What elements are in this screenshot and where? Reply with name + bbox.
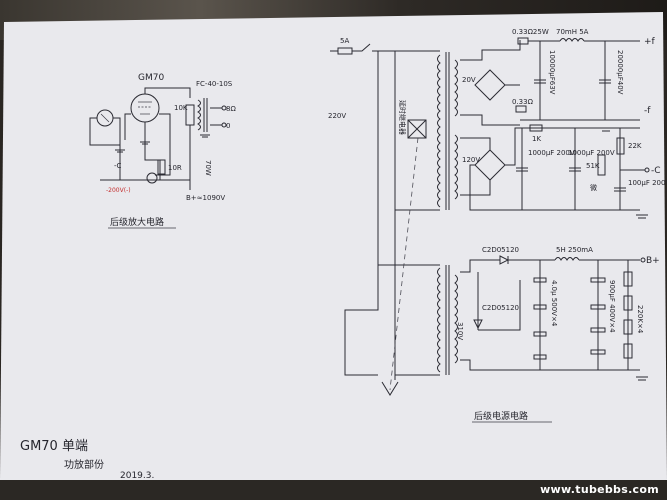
label-tube: GM70 xyxy=(138,73,164,83)
power-transformer-1 xyxy=(437,54,441,208)
label-r-10r: 10R xyxy=(168,164,182,172)
label-neg-c-psu: -C xyxy=(651,166,661,176)
output-stage-labels: GM70 FC-40-10S 8Ω 0 10K 70W 10R -C -200V… xyxy=(106,73,236,228)
label-sec-310v: 310V xyxy=(456,322,464,340)
label-cap-900u: 900μF 400V×4 xyxy=(608,280,616,333)
label-r-mid-top: 0.33Ω xyxy=(512,98,534,106)
label-r-10k: 10K xyxy=(174,104,188,112)
label-r-220k: 220K×4 xyxy=(636,305,644,334)
label-plus-f: +f xyxy=(644,37,656,47)
diode-mid xyxy=(473,319,483,330)
label-diode-top: C2D05120 xyxy=(482,246,519,254)
label-pot: 微 xyxy=(590,183,597,192)
label-cap-mid1: 1000μF 200V xyxy=(528,149,575,157)
label-cap-mid2: 1000μF 200V xyxy=(568,149,615,157)
label-neg-c: -C xyxy=(114,162,122,170)
signature-line1: GM70 单端 xyxy=(20,439,88,454)
label-r-top: 0.33Ω25W xyxy=(512,28,549,36)
output-stage-schematic xyxy=(89,87,227,229)
relay-dashed-link xyxy=(389,137,419,391)
resistor-1k xyxy=(529,124,543,132)
capacitor-stack-900u xyxy=(590,260,606,370)
label-load-0: 0 xyxy=(226,122,230,130)
label-r-1k: 1K xyxy=(532,135,541,143)
diode-top xyxy=(499,255,510,265)
label-relay: 延时继电器 xyxy=(398,100,407,135)
power-supply-labels: 5A 220V 延时继电器 20V 120V 310V 0.33Ω25W 70m… xyxy=(328,28,667,422)
label-b-plus-psu: B+ xyxy=(646,256,660,266)
label-b-plus: B+≈1090V xyxy=(186,194,225,202)
label-mains: 220V xyxy=(328,112,346,120)
label-fuse: 5A xyxy=(340,37,349,45)
watermark-text: www.tubebbs.com xyxy=(540,483,659,496)
label-cap-top-right: 20000μF40V xyxy=(616,50,624,95)
label-r-51k: 51K xyxy=(586,162,600,170)
signature-date: 2019.3. xyxy=(120,471,154,480)
resistor-0-33-mid xyxy=(515,105,527,113)
resistor-10r xyxy=(157,159,166,175)
choke-70mh xyxy=(559,38,585,42)
power-supply-schematic xyxy=(330,37,650,423)
mains-switch-symbol xyxy=(352,43,371,52)
resistor-stack-220k xyxy=(623,260,633,370)
signature-line2: 功放部份 xyxy=(64,458,104,471)
label-sec-120v: 120V xyxy=(462,156,480,164)
delay-relay-symbol xyxy=(407,119,427,139)
power-transformer-2 xyxy=(437,267,441,373)
label-minus-f: -f xyxy=(644,106,651,116)
label-choke-top: 70mH 5A xyxy=(556,28,589,36)
schematic-paper: GM70 FC-40-10S 8Ω 0 10K 70W 10R -C -200V… xyxy=(0,12,667,480)
label-choke-bot: 5H 250mA xyxy=(556,246,593,254)
power-supply-title: 后级电源电路 xyxy=(474,410,528,422)
label-cap-100: 100μF 200V xyxy=(628,179,667,187)
output-stage-title: 后级放大电路 xyxy=(110,216,164,228)
label-r-22k: 22K xyxy=(628,142,642,150)
label-transformer: FC-40-10S xyxy=(196,80,233,88)
bridge-rectifier-1 xyxy=(474,69,506,101)
label-cap-top-main: 10000μF63V xyxy=(548,50,556,95)
resistor-51k xyxy=(597,154,606,176)
signature: GM70 单端 功放部份 2019.3. xyxy=(20,439,154,480)
choke-5h xyxy=(554,257,580,261)
label-power-70w: 70W xyxy=(204,160,212,176)
meter-symbol xyxy=(146,172,158,184)
label-cap-4u: 4.0μ 500V×4 xyxy=(550,280,558,327)
label-load-8: 8Ω xyxy=(226,105,236,113)
paper-sheet xyxy=(0,12,667,480)
label-bias: -200V(-) xyxy=(106,187,131,194)
capacitor-stack-4u xyxy=(533,260,547,370)
output-transformer-symbol xyxy=(197,99,201,131)
label-diode-mid: C2D05120 xyxy=(482,304,519,312)
label-sec-20v: 20V xyxy=(462,76,476,84)
